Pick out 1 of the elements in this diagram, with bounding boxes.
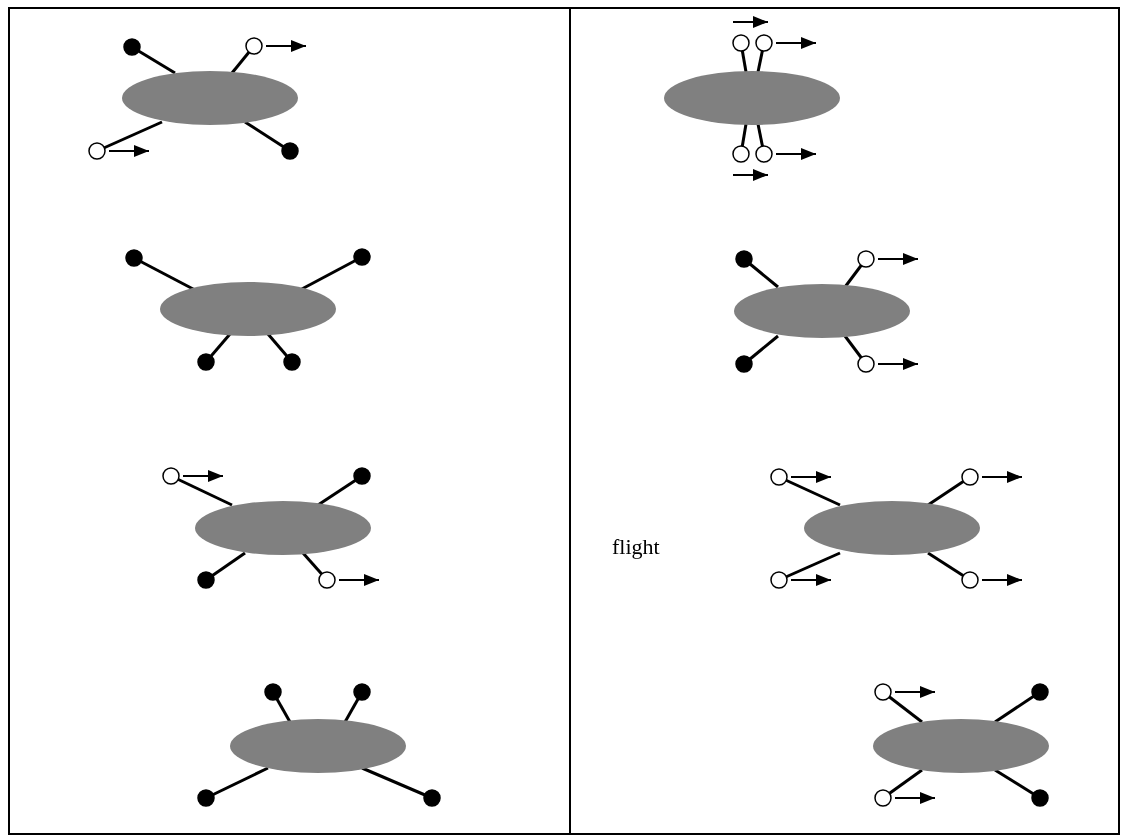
label-text: flight [612,534,660,560]
